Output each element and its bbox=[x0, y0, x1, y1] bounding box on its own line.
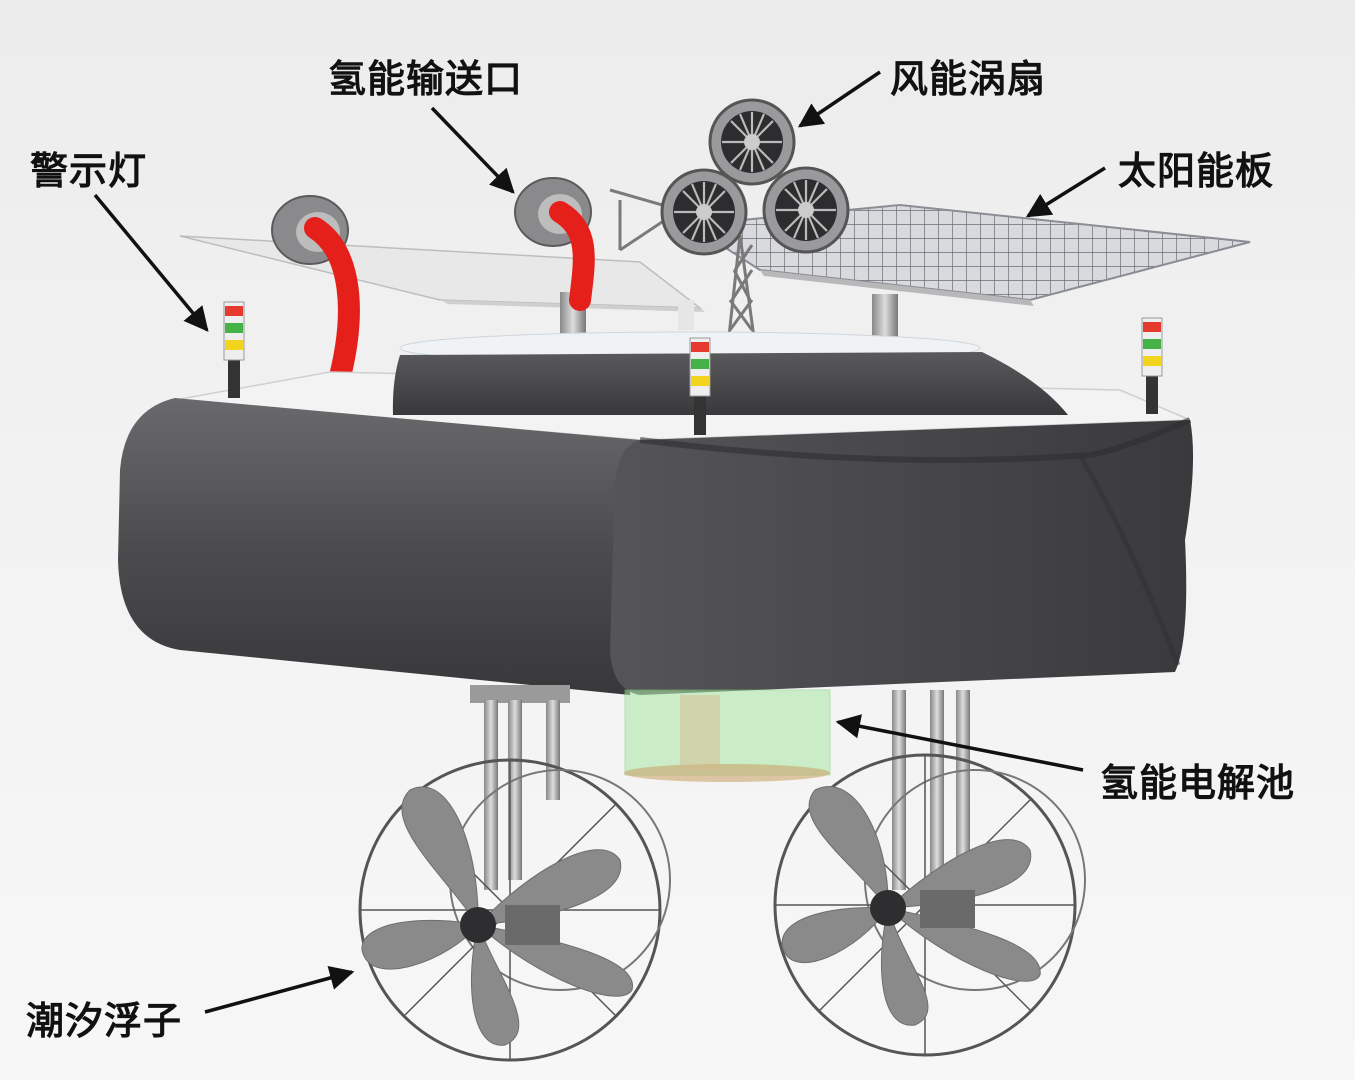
arrow-solar-panel bbox=[1025, 166, 1106, 218]
arrow-tidal-float bbox=[204, 965, 355, 1014]
turbine-fan-right bbox=[762, 166, 850, 254]
arrow-hydrogen-outlet bbox=[430, 106, 515, 194]
label-hydrogen-outlet: 氢能输送口 bbox=[328, 57, 524, 101]
tidal-float-left bbox=[358, 758, 671, 1062]
warning-light-center bbox=[689, 337, 711, 435]
hydrogen-electrolyzer bbox=[624, 689, 831, 782]
arrow-electrolyzer bbox=[835, 714, 1084, 772]
label-wind-turbine-fan: 风能涡扇 bbox=[890, 57, 1047, 101]
wind-turbine-fans bbox=[660, 98, 850, 256]
hydrogen-outlets bbox=[271, 177, 595, 406]
warning-lights bbox=[223, 301, 1163, 435]
label-warning-light: 警示灯 bbox=[30, 149, 148, 193]
label-tidal-float: 潮汐浮子 bbox=[26, 999, 183, 1043]
arrow-wind-fan bbox=[797, 70, 881, 128]
propeller-shafts bbox=[470, 685, 970, 890]
tidal-float-right bbox=[773, 753, 1086, 1057]
arrow-warning-light bbox=[93, 193, 209, 332]
label-solar-panel: 太阳能板 bbox=[1118, 149, 1275, 193]
turbine-fan-left bbox=[660, 168, 748, 256]
warning-light-left bbox=[223, 301, 245, 398]
turbine-fan-top bbox=[708, 98, 796, 186]
hull bbox=[118, 398, 1194, 695]
warning-light-right bbox=[1141, 317, 1163, 414]
leader-arrows bbox=[93, 70, 1106, 1014]
label-hydrogen-electrolyzer: 氢能电解池 bbox=[1100, 761, 1296, 805]
dome bbox=[392, 331, 1068, 415]
